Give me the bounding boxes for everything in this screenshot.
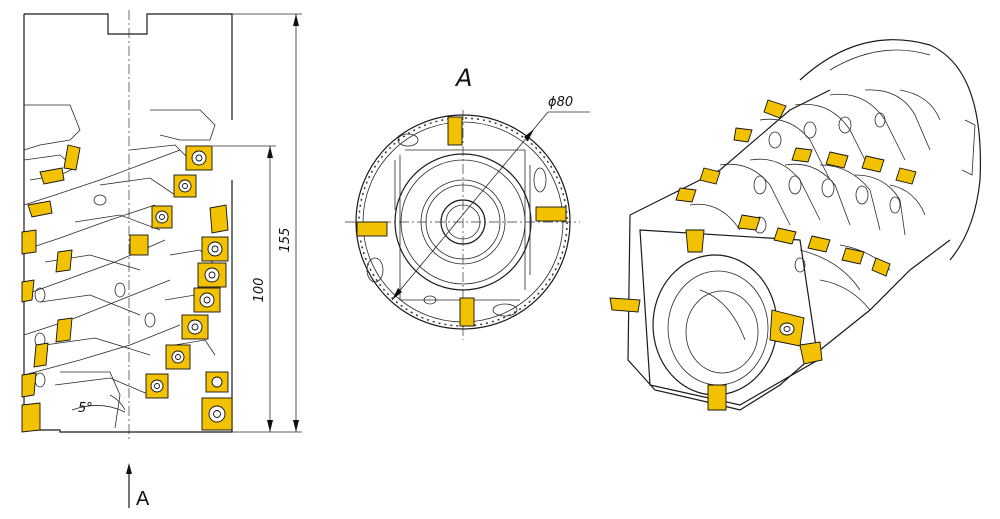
angle-arc bbox=[71, 405, 126, 413]
left-edge-inserts bbox=[21, 144, 81, 433]
isometric-view bbox=[609, 39, 982, 411]
insert-right bbox=[535, 206, 567, 222]
side-view: 5° 155 100 A bbox=[21, 10, 302, 510]
front-bore-outer bbox=[652, 254, 778, 396]
view-arrow: A bbox=[126, 463, 150, 510]
diameter-label: ϕ80 bbox=[548, 95, 573, 110]
insert-5 bbox=[129, 234, 149, 256]
section-label: A bbox=[454, 64, 472, 92]
dimension-overall: 155 bbox=[232, 13, 302, 433]
overall-length-label: 155 bbox=[278, 228, 293, 253]
end-view: A bbox=[345, 64, 590, 340]
angle-label: 5° bbox=[78, 401, 93, 416]
right-edge-inserts bbox=[129, 145, 233, 431]
iso-screws bbox=[779, 322, 795, 336]
pocket-lines bbox=[366, 133, 547, 317]
iso-inserts bbox=[609, 99, 917, 411]
insert-bottom bbox=[459, 297, 475, 327]
cutting-length-label: 100 bbox=[252, 278, 267, 303]
dimension-cutting: 100 bbox=[213, 145, 276, 432]
section-inserts bbox=[356, 116, 567, 327]
iso-flutes bbox=[689, 89, 941, 311]
screw-heads bbox=[150, 150, 226, 423]
view-arrow-label: A bbox=[136, 488, 150, 510]
diameter-dimension: ϕ80 bbox=[391, 95, 590, 301]
insert-left bbox=[356, 221, 388, 237]
insert-top bbox=[447, 116, 463, 146]
front-bore-inner bbox=[685, 290, 759, 374]
